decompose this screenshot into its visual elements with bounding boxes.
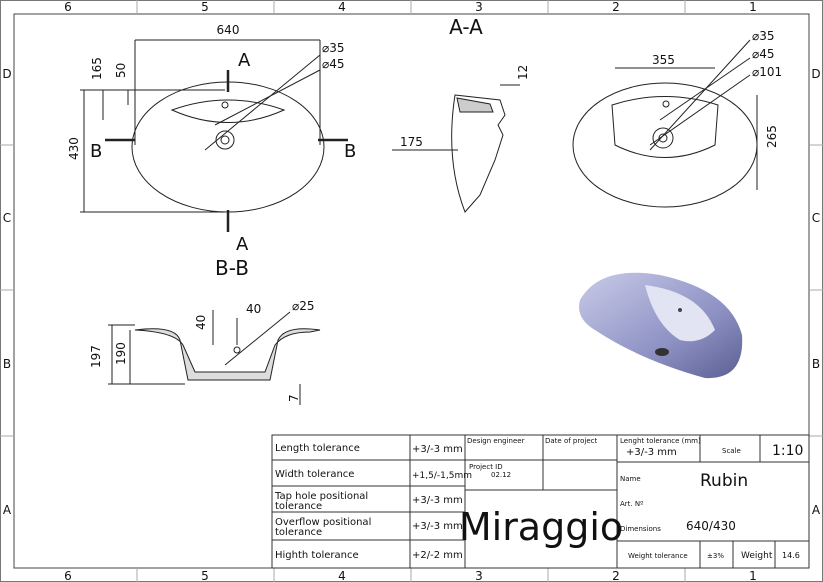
tolerance-label: Tap hole positional	[274, 491, 368, 502]
dim-190: 190	[114, 342, 128, 365]
top-view	[80, 39, 348, 232]
row-label: B	[812, 357, 820, 371]
dim-rim: 12	[516, 65, 530, 80]
name-label: Name	[620, 475, 641, 483]
title-block	[271, 434, 810, 569]
col-label: 1	[749, 0, 757, 14]
col-label: 4	[338, 0, 346, 14]
row-label: C	[3, 211, 11, 225]
section-bb-title: B-B	[215, 256, 249, 280]
row-label: B	[3, 357, 11, 371]
dimensions-value: 640/430	[686, 519, 736, 533]
scale-value: 1:10	[772, 443, 803, 459]
length-tolerance-value: +3/-3 mm	[626, 447, 677, 458]
row-label: C	[812, 211, 820, 225]
overflow-view	[572, 39, 758, 208]
scale-label: Scale	[722, 447, 741, 455]
dim-50: 50	[114, 63, 128, 78]
section-marker-a: A	[238, 50, 251, 71]
weight-tolerance-value: ±3%	[707, 552, 724, 560]
tolerance-label: Highth tolerance	[275, 550, 359, 561]
dim-265: 265	[765, 125, 779, 148]
col-label: 5	[201, 0, 209, 14]
dim-base: 7	[287, 394, 301, 402]
tolerance-label: Overflow positional	[275, 517, 371, 528]
design-engineer-label: Design engineer	[467, 437, 525, 445]
dim-tap-hole: ⌀35	[322, 41, 345, 55]
dim-40-vertical: 40	[194, 315, 208, 330]
tolerance-label: tolerance	[275, 501, 322, 512]
col-label: 1	[749, 569, 757, 582]
dim-drain: ⌀25	[292, 299, 315, 313]
dim-40: 40	[246, 302, 261, 316]
dim-165: 165	[90, 57, 104, 80]
tolerance-value: +3/-3 mm	[412, 495, 463, 506]
tolerance-label: tolerance	[275, 527, 322, 538]
row-label: D	[2, 67, 11, 81]
tolerance-value: +1,5/-1,5mm	[412, 471, 472, 481]
date-of-project-label: Date of project	[545, 437, 597, 445]
basin-3d-render	[579, 272, 743, 379]
col-label: 6	[64, 0, 72, 14]
dim-d101: ⌀101	[752, 65, 782, 79]
length-tolerance-label: Lenght tolerance (mm)	[620, 437, 701, 445]
tolerance-value: +3/-3 mm	[412, 521, 463, 532]
section-aa-view	[392, 84, 520, 213]
row-label: A	[812, 503, 821, 517]
dim-depth: 175	[400, 135, 423, 149]
col-label: 5	[201, 569, 209, 582]
tolerance-label: Length tolerance	[275, 443, 360, 454]
dim-overflow: ⌀45	[322, 57, 345, 71]
col-label: 2	[612, 569, 620, 582]
dim-d45: ⌀45	[752, 47, 775, 61]
art-label: Art. Nº	[620, 500, 643, 508]
section-marker-a: A	[236, 234, 249, 255]
col-label: 3	[475, 0, 483, 14]
section-bb-view	[108, 310, 321, 405]
section-marker-b: B	[344, 141, 356, 162]
project-id-label: Project ID	[469, 463, 503, 471]
col-label: 6	[64, 569, 72, 582]
dim-355: 355	[652, 53, 675, 67]
row-label: D	[811, 67, 820, 81]
dim-197: 197	[89, 345, 103, 368]
col-label: 3	[475, 569, 483, 582]
section-aa-title: A-A	[449, 15, 483, 39]
section-marker-b: B	[90, 141, 102, 162]
row-label: A	[3, 503, 12, 517]
product-name: Rubin	[700, 471, 748, 491]
brand-logo: Miraggio	[459, 505, 623, 549]
tolerance-label: Width tolerance	[275, 469, 354, 480]
dimensions-label: Dimensions	[620, 525, 661, 533]
dim-d35: ⌀35	[752, 29, 775, 43]
project-id: 02.12	[491, 471, 511, 479]
col-label: 2	[612, 0, 620, 14]
dim-height: 430	[67, 137, 81, 160]
col-label: 4	[338, 569, 346, 582]
weight-label: Weight	[741, 551, 773, 561]
dim-width: 640	[217, 23, 240, 37]
tolerance-value: +3/-3 mm	[412, 444, 463, 455]
weight-tolerance-label: Weight tolerance	[628, 552, 688, 560]
weight-value: 14.6	[782, 551, 800, 560]
tolerance-value: +2/-2 mm	[412, 550, 463, 561]
